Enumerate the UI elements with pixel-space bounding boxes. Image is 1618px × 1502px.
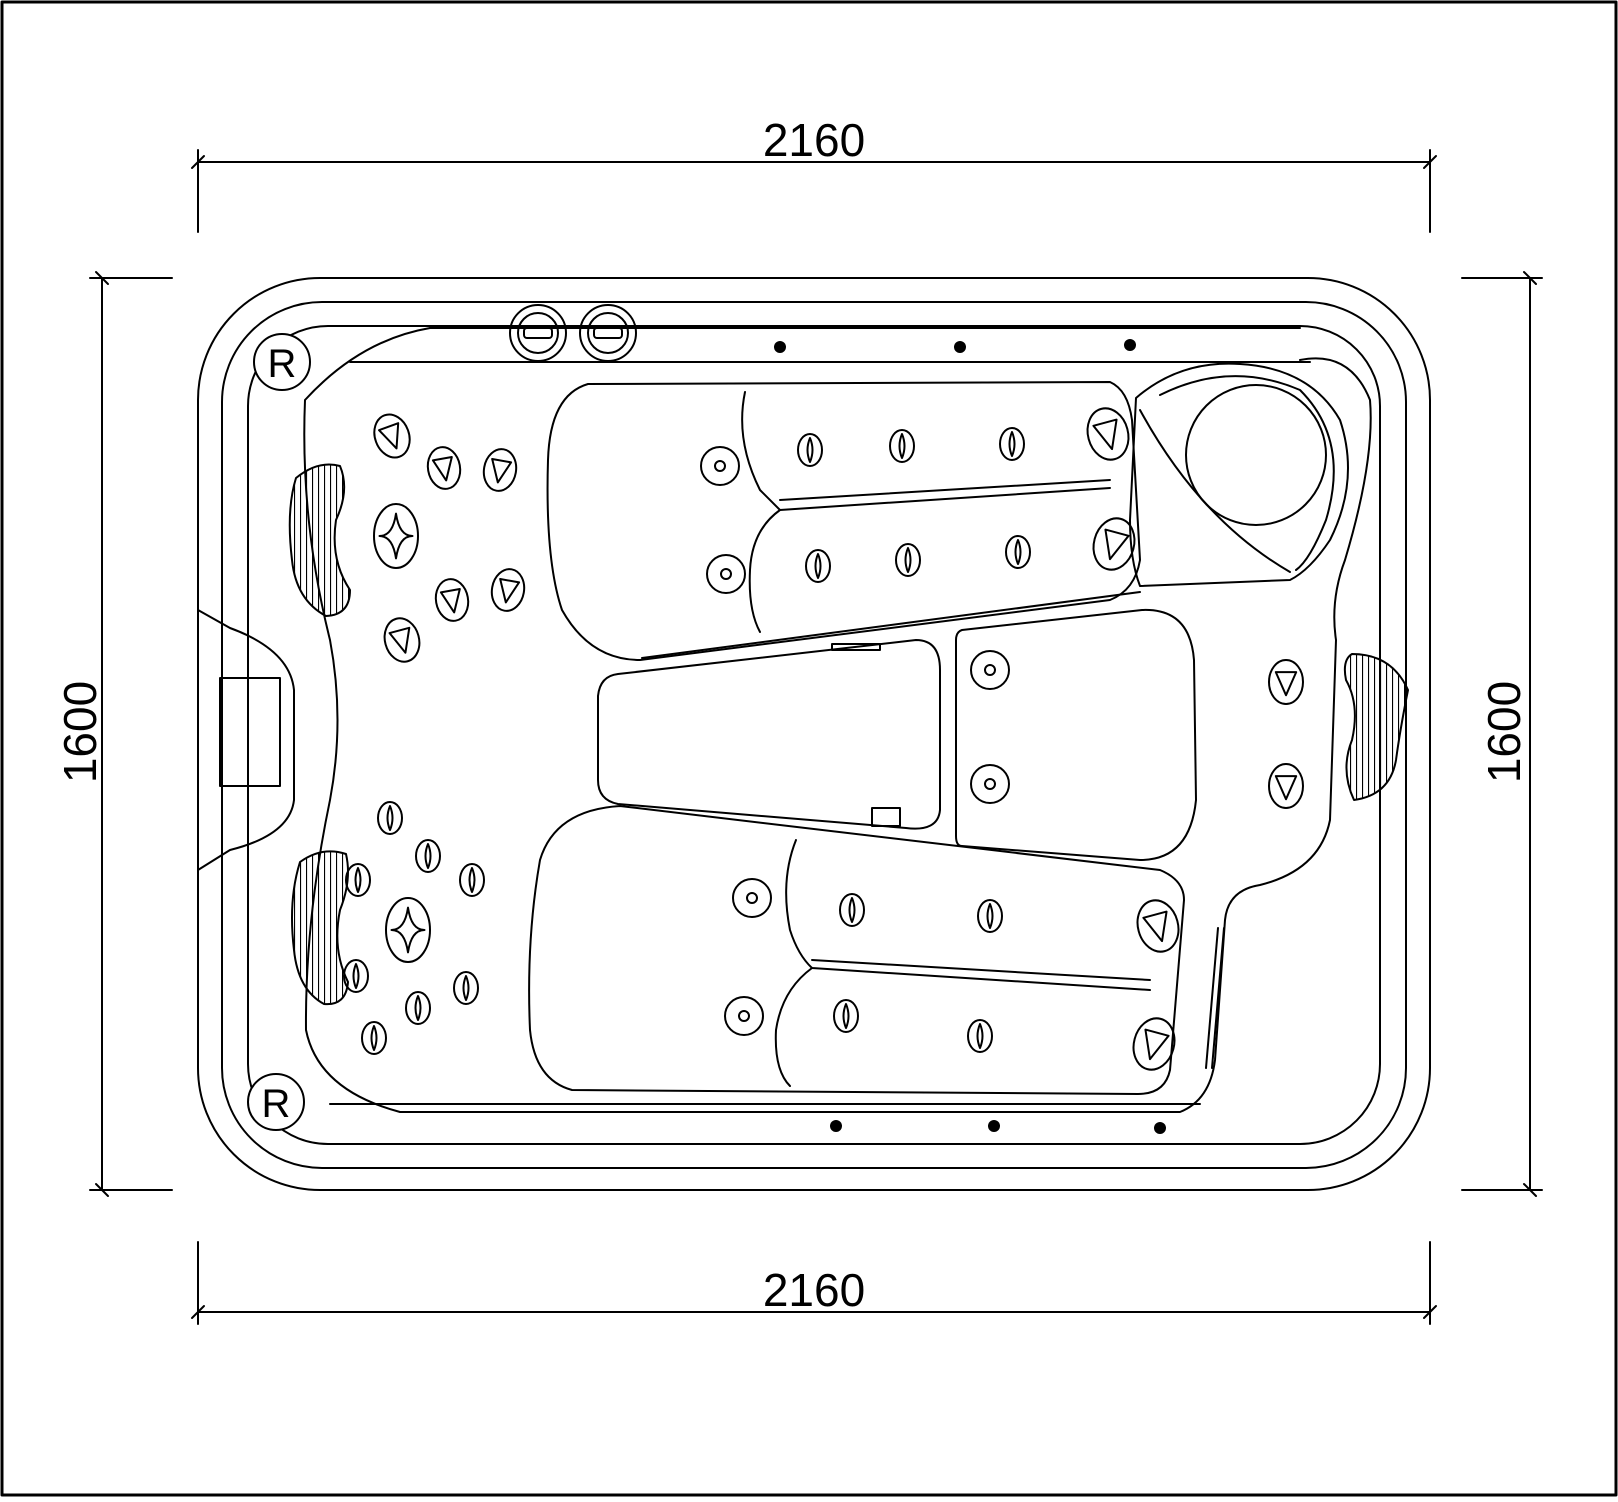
dimension-right: 1600 [1461, 271, 1543, 1197]
seat-bottom-lounger [528, 805, 1225, 1095]
directional-jet-icon [482, 448, 518, 492]
marker-r-top-left: R [253, 333, 311, 391]
air-control-knob-1 [509, 304, 567, 362]
massage-jet-icon [833, 999, 859, 1033]
dimension-left: 1600 [54, 271, 173, 1197]
led-lights [774, 339, 1166, 1134]
air-jet-icon [732, 878, 772, 918]
massage-jet-icon [377, 801, 403, 835]
air-jet-icon [970, 650, 1010, 690]
air-jet-icon [724, 996, 764, 1036]
massage-jet-icon [797, 433, 823, 467]
headrest-top-left [288, 463, 351, 617]
massage-jet-icon [1005, 535, 1031, 569]
seat-bottom-back-lower [774, 967, 813, 1087]
marker-r-bottom-left: R [247, 1073, 305, 1131]
seat-top-back-upper [741, 391, 1111, 511]
step-handle-top [831, 643, 881, 651]
dimension-bottom: 2160 [191, 1241, 1437, 1325]
massage-jet-icon [459, 863, 485, 897]
center-step-left [597, 639, 941, 830]
jets [343, 407, 1304, 1071]
seat-bottom-rail-inner [1205, 927, 1219, 1069]
shell-outer-rim [197, 277, 1431, 1191]
massage-jet-icon [999, 427, 1025, 461]
air-jet-icon [970, 764, 1010, 804]
headrest-right [1343, 653, 1409, 801]
massage-jet-icon [895, 543, 921, 577]
center-step-right [955, 608, 1197, 861]
rotary-jet-icon [385, 897, 431, 963]
spa-shell [197, 277, 1431, 1191]
seat-top-footwell [641, 591, 1141, 659]
massage-jet-icon [361, 1021, 387, 1055]
massage-jet-icon [889, 429, 915, 463]
corner-seat-bowl [1185, 384, 1327, 526]
led-light [774, 341, 786, 353]
led-light [1124, 339, 1136, 351]
massage-jet-icon [967, 1019, 993, 1053]
rotary-jet-icon [373, 503, 419, 569]
directional-jet-icon [1268, 659, 1304, 705]
led-light [1154, 1122, 1166, 1134]
skimmer-door [219, 677, 281, 787]
directional-jet-icon [490, 568, 526, 612]
led-light [830, 1120, 842, 1132]
dimension-left-label: 1600 [54, 681, 106, 783]
dimension-right-label: 1600 [1478, 681, 1530, 783]
dimension-top: 2160 [191, 114, 1437, 233]
corner-seat [1129, 362, 1349, 587]
directional-jet-icon [434, 578, 470, 622]
seat-bottom-rail [1211, 927, 1225, 1069]
corner-seat-shell [1129, 362, 1349, 587]
air-jet-icon [706, 554, 746, 594]
massage-jet-icon [977, 899, 1003, 933]
seat-top-divider [779, 479, 1111, 501]
corner-seat-curve-b [1159, 375, 1335, 571]
massage-jet-icon [453, 971, 479, 1005]
directional-jet-icon [373, 413, 411, 459]
seat-top-back-lower [748, 509, 781, 633]
air-jet-icon [700, 446, 740, 486]
seat-bottom-divider [811, 959, 1151, 981]
massage-jet-icon [805, 549, 831, 583]
led-light [988, 1120, 1000, 1132]
massage-jet-icon [345, 863, 371, 897]
massage-jet-icon [343, 959, 369, 993]
seat-top-outline [546, 381, 1141, 661]
headrest-bottom-left [291, 850, 349, 1006]
marker-r-bottom-left-label: R [262, 1082, 291, 1126]
skimmer [197, 609, 295, 871]
directional-jet-icon [426, 446, 462, 490]
corner-seat-curve-a [1139, 409, 1291, 573]
dimension-bottom-label: 2160 [763, 1264, 865, 1316]
led-light [954, 341, 966, 353]
seat-bottom-back-upper [785, 839, 1151, 991]
directional-jet-icon [1086, 407, 1130, 461]
massage-jet-icon [839, 893, 865, 927]
air-control-knob-2 [579, 304, 637, 362]
step-handle-bottom [871, 807, 901, 827]
dimension-top-label: 2160 [763, 114, 865, 166]
directional-jet-icon [1132, 1017, 1176, 1071]
seat-top-lounger [546, 381, 1141, 661]
directional-jet-icon [1268, 763, 1304, 809]
directional-jet-icon [1092, 517, 1136, 571]
massage-jet-icon [415, 839, 441, 873]
shell-inner-rim [221, 301, 1407, 1169]
marker-r-top-left-label: R [268, 342, 297, 386]
directional-jet-icon [1136, 899, 1180, 953]
directional-jet-icon [383, 617, 421, 663]
seat-bottom-outline [528, 805, 1185, 1095]
massage-jet-icon [405, 991, 431, 1025]
